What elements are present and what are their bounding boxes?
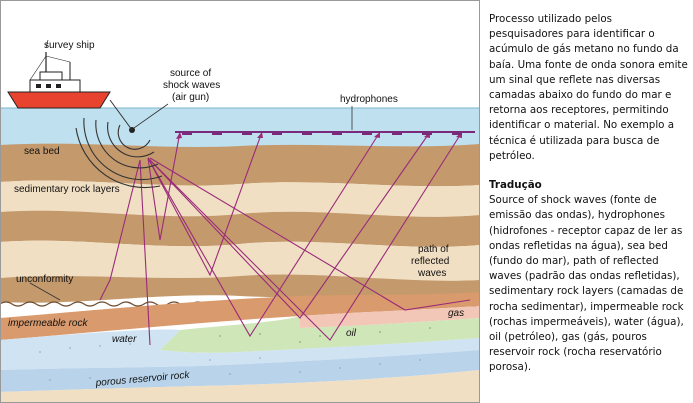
label-sedimentary: sedimentary rock layers: [14, 184, 120, 195]
description-text: Processo utilizado pelos pesquisadores p…: [489, 13, 688, 162]
label-path-1: path of: [418, 244, 449, 255]
impermeable-rock-layer: [0, 292, 480, 340]
water-layer: [0, 329, 480, 370]
translation-text: Source of shock waves (fonte de emissão …: [489, 194, 684, 374]
label-source-3: (air gun): [172, 92, 209, 103]
label-impermeable: impermeable rock: [8, 318, 88, 329]
reflected-wave-paths: [99, 131, 471, 346]
sea-bed-layer: [0, 143, 480, 187]
deep-rock-layer: [0, 370, 480, 403]
label-survey-ship: survey ship: [44, 40, 95, 51]
survey-ship: [7, 39, 111, 109]
label-hydrophones: hydrophones: [340, 94, 398, 105]
porous-reservoir-layer: [0, 350, 480, 392]
oil-layer: [160, 316, 480, 353]
shock-wave-arcs: [75, 117, 163, 189]
label-source-2: shock waves: [163, 80, 220, 91]
label-sea-bed: sea bed: [24, 146, 60, 157]
label-oil: oil: [346, 328, 357, 339]
label-source-1: source of: [170, 68, 211, 79]
sedimentary-layer-1: [0, 180, 480, 217]
gas-layer: [300, 306, 480, 328]
translation-heading: Tradução: [489, 179, 542, 192]
sedimentary-layer-3: [0, 240, 480, 281]
text-panel: Processo utilizado pelos pesquisadores p…: [489, 12, 689, 376]
label-water: water: [112, 334, 137, 345]
hydrophone-receivers: [182, 131, 462, 135]
label-unconformity: unconformity: [16, 274, 73, 285]
label-gas: gas: [448, 308, 464, 319]
label-path-2: reflected: [411, 256, 449, 267]
label-path-3: waves: [417, 268, 446, 279]
seismic-survey-diagram: survey ship source of shock waves (air g…: [0, 0, 480, 403]
